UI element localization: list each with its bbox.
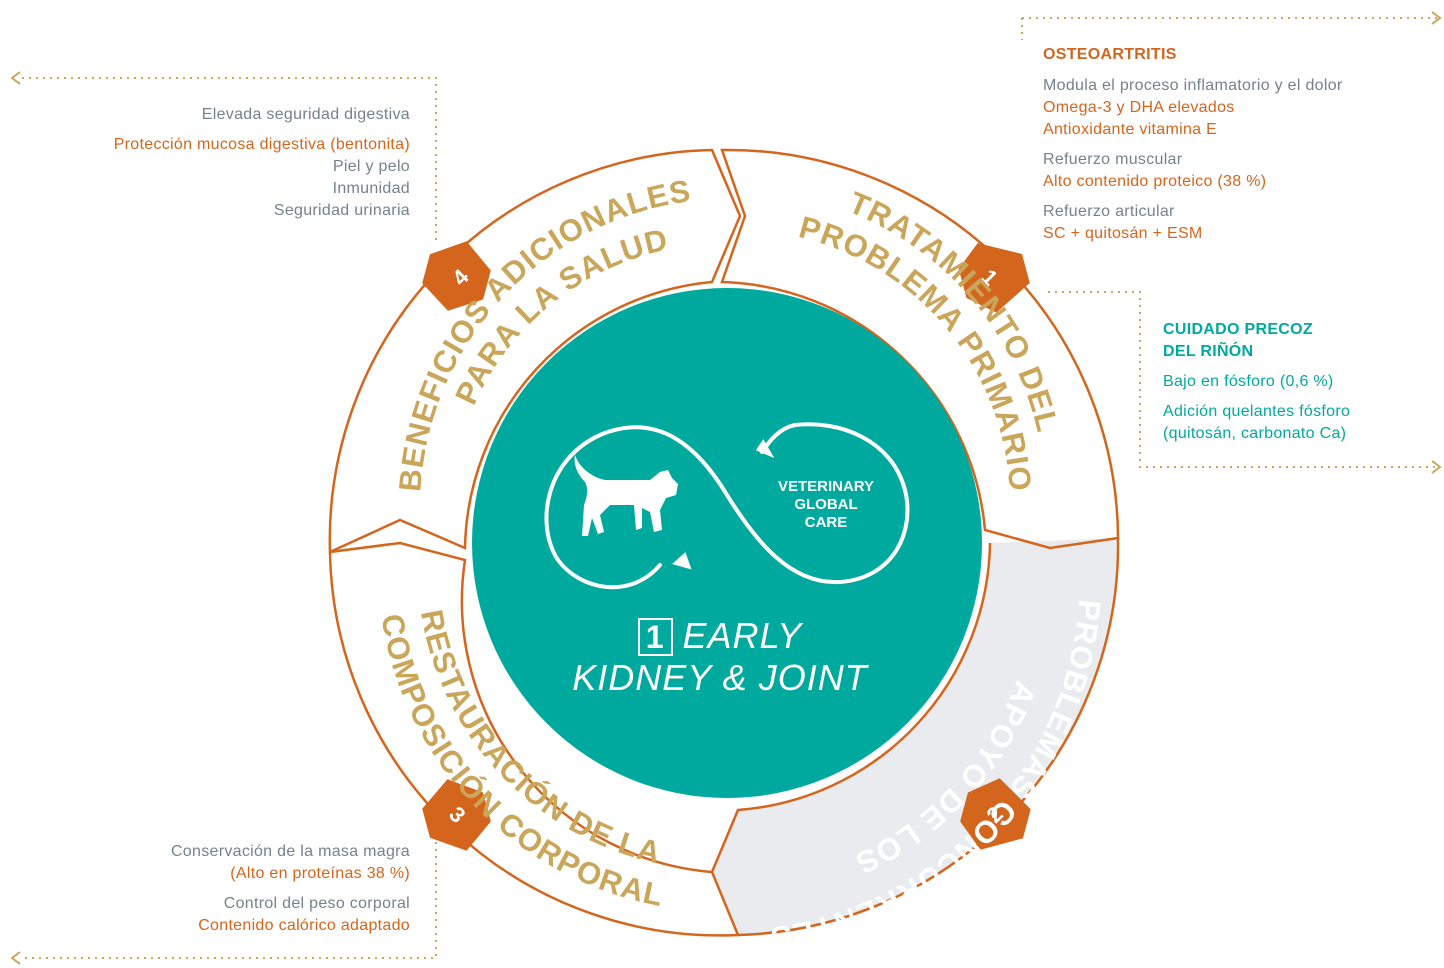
logo-line1: VETERINARY <box>778 478 874 495</box>
number-tags <box>422 241 1031 851</box>
body-line1: Conservación de la masa magra <box>170 843 410 860</box>
logo-line2: GLOBAL <box>794 496 857 513</box>
osteo-line7: SC + quitosán + ESM <box>1043 225 1203 242</box>
product-number-box: 1 <box>637 618 673 656</box>
osteo-line5: Alto contenido proteico (38 %) <box>1043 173 1267 190</box>
kidney-line2: Adición quelantes fósforo <box>1163 403 1351 420</box>
chevron-left-icon <box>10 71 21 965</box>
item-urinary-safety: Seguridad urinaria <box>273 202 410 219</box>
dotted-guides <box>22 17 1440 959</box>
kidney-title1: CUIDADO PRECOZ <box>1163 321 1313 338</box>
osteo-line3: Antioxidante vitamina E <box>1043 121 1218 138</box>
osteo-line4: Refuerzo muscular <box>1043 151 1183 168</box>
kidney-line1: Bajo en fósforo (0,6 %) <box>1163 373 1334 390</box>
item-immunity: Inmunidad <box>332 180 410 197</box>
item-skin-coat: Piel y pelo <box>332 158 410 175</box>
product-line2: KIDNEY & JOINT <box>572 657 868 698</box>
cat-icon <box>574 455 678 536</box>
body-line4: Contenido calórico adaptado <box>198 917 410 934</box>
item-digestive-safety: Elevada seguridad digestiva <box>201 106 410 123</box>
osteo-line2: Omega-3 y DHA elevados <box>1043 99 1235 116</box>
body-line3: Control del peso corporal <box>223 895 410 912</box>
osteo-line6: Refuerzo articular <box>1043 203 1175 220</box>
center-circle <box>472 288 982 798</box>
logo-line3: CARE <box>805 514 848 531</box>
segment-2-fill <box>712 538 1119 935</box>
product-line1: EARLY <box>682 615 803 656</box>
kidney-title2: DEL RIÑÓN <box>1163 343 1254 360</box>
osteo-title: OSTEOARTRITIS <box>1043 46 1177 63</box>
item-mucosa-protection: Protección mucosa digestiva (bentonita) <box>113 136 410 153</box>
segments-outline <box>328 148 1120 937</box>
body-line2: (Alto en proteínas 38 %) <box>230 865 410 882</box>
kidney-line3: (quitosán, carbonato Ca) <box>1163 425 1347 442</box>
chevron-right-icon <box>1431 11 1442 474</box>
osteo-line1: Modula el proceso inflamatorio y el dolo… <box>1043 77 1343 94</box>
